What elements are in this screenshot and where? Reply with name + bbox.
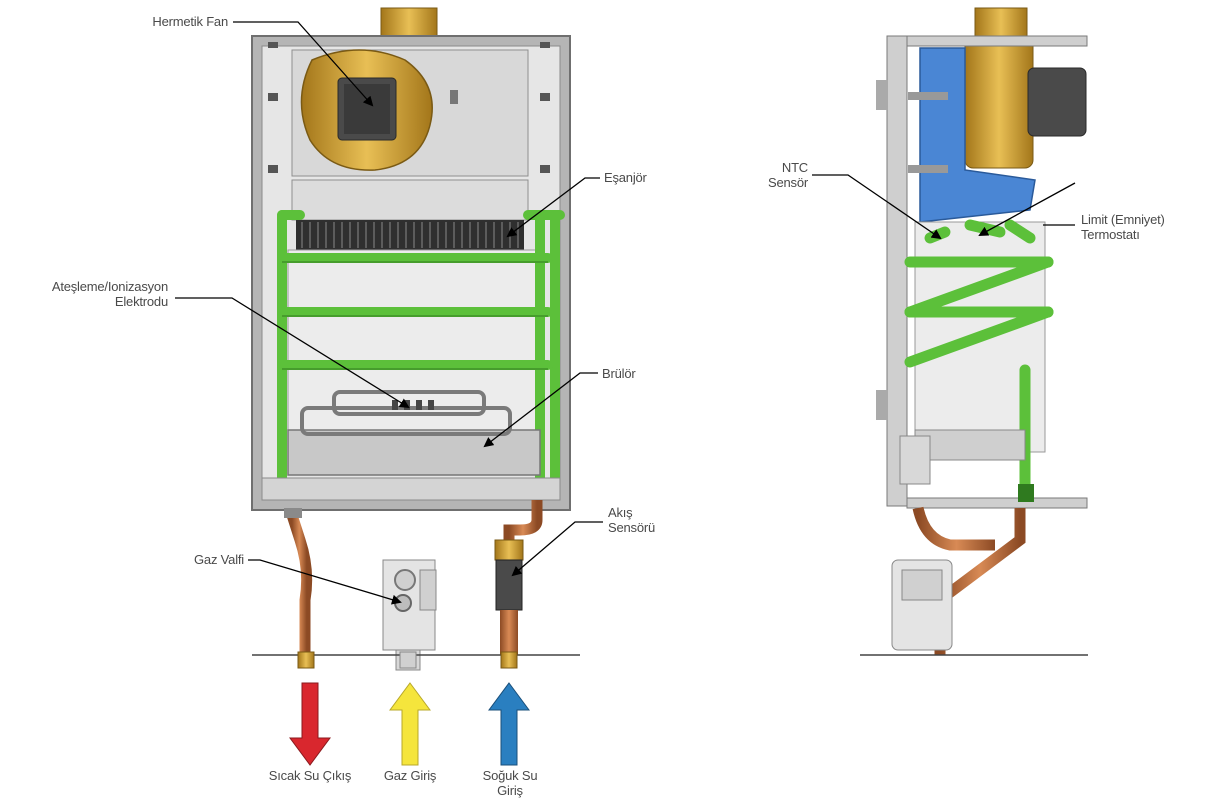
label-atesleme-elektrodu: Ateşleme/Ionizasyon Elektrodu — [51, 279, 168, 309]
label-gaz-valfi: Gaz Valfi — [194, 552, 244, 567]
leader-lines — [175, 21, 1076, 605]
side-view — [860, 7, 1088, 656]
label-akis-sensoru: Akış Sensörü — [608, 505, 656, 535]
flow-arrows — [289, 682, 530, 766]
label-soguk-su-giris: Soğuk Su Giriş — [482, 768, 538, 798]
label-ntc-sensor: NTC Sensör — [768, 160, 808, 190]
label-esanjor: Eşanjör — [604, 170, 647, 185]
label-brulor: Brülör — [602, 366, 636, 381]
label-limit-termostati: Limit (Emniyet) Termostatı — [1081, 212, 1165, 242]
label-sicak-su-cikis: Sıcak Su Çıkış — [268, 768, 352, 783]
label-gaz-giris: Gaz Giriş — [383, 768, 437, 783]
front-view — [251, 7, 580, 671]
gas-arrow — [389, 682, 431, 766]
cold-water-arrow — [488, 682, 530, 766]
label-hermetik-fan: Hermetik Fan — [152, 14, 228, 29]
hot-water-arrow — [289, 682, 331, 766]
